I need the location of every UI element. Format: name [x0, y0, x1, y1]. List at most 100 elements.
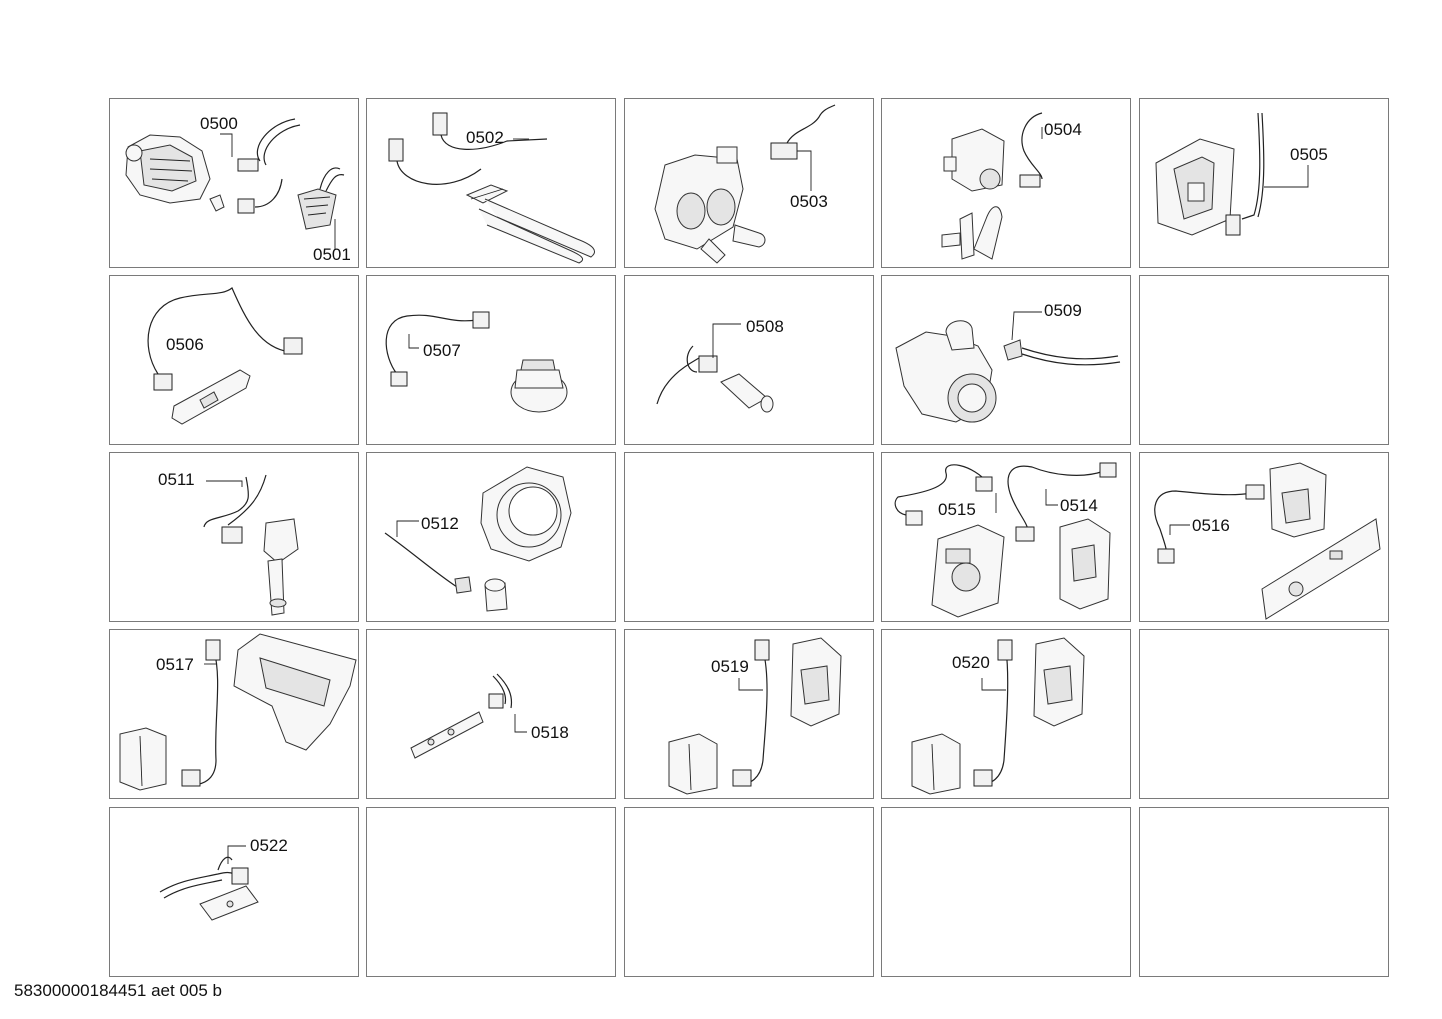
document-id: 58300000184451 aet 005 b: [14, 981, 222, 1000]
switch-block-part-0520: [911, 733, 961, 795]
callout-label-0520: 0520: [952, 653, 990, 672]
callout-label-0517: 0517: [156, 655, 194, 674]
leader-0505: [1264, 165, 1309, 188]
wiring-0512: [384, 532, 472, 594]
sensor-bracket-drawing: 0506: [147, 287, 303, 425]
small-board-drawing: 0522: [159, 836, 288, 921]
lock-housing-part-0520: [1033, 637, 1085, 727]
wiring-0518: [488, 673, 513, 709]
level-sensor-drawing: 0511: [158, 470, 299, 616]
wiring-0511: [203, 474, 267, 544]
wiring-0517: [181, 639, 221, 787]
leader-0518: [514, 714, 527, 733]
wiring-harness-0500: [237, 118, 301, 208]
wiring-0514: [1007, 462, 1117, 542]
part-cell-1: 0500 0501: [109, 98, 359, 268]
display-board-part: [1261, 518, 1381, 620]
callout-label-0512: 0512: [421, 514, 459, 533]
part-cell-19: 0520: [881, 629, 1131, 799]
wiring-0516: [1154, 484, 1265, 564]
lock-wiring-drawing-0519: 0519: [668, 637, 842, 795]
leader-0519: [738, 678, 763, 691]
part-cell-21: 0522: [109, 807, 359, 977]
part-cell-3: 0503: [624, 98, 874, 268]
callout-label-0503: 0503: [790, 192, 828, 211]
tub-ring-part: [480, 466, 572, 562]
motor-and-wiring-drawing: 0500 0501: [125, 114, 351, 264]
part-cell-25: [1139, 807, 1389, 977]
leader-0522: [227, 845, 246, 864]
wiring-0522: [159, 856, 249, 899]
display-board-drawing: 0516: [1154, 462, 1381, 620]
leader-0516: [1169, 524, 1190, 535]
drain-pump-part: [895, 320, 997, 423]
part-cell-12: 0512: [366, 452, 616, 622]
part-cell-5: 0505: [1139, 98, 1389, 268]
single-valve-part: [943, 128, 1005, 192]
callout-label-0515: 0515: [938, 500, 976, 519]
sensor-bracket-part: [171, 369, 251, 425]
wiring-0509: [1003, 339, 1121, 366]
wiring-0519: [732, 639, 770, 787]
control-board-part: [931, 524, 1005, 618]
callout-label-0506: 0506: [166, 335, 204, 354]
leader-0520: [981, 678, 1006, 691]
tacho-drawing: 0512: [384, 466, 572, 612]
leader-0507: [408, 334, 419, 349]
callout-label-0518: 0518: [531, 723, 569, 742]
pressure-sensor-part: [510, 359, 568, 413]
wiring-0506: [147, 287, 303, 391]
part-cell-24: [881, 807, 1131, 977]
part-cell-13: [624, 452, 874, 622]
callout-label-0514: 0514: [1060, 496, 1098, 515]
leader-0514: [1045, 489, 1058, 506]
pressure-sensor-drawing: 0507: [385, 311, 568, 413]
callout-label-0522: 0522: [250, 836, 288, 855]
motor-part: [125, 134, 211, 204]
callout-label-0504: 0504: [1044, 120, 1082, 139]
callout-label-0502: 0502: [466, 128, 504, 147]
wiring-0505: [1225, 112, 1265, 236]
small-board-part: [199, 885, 259, 921]
valve-bracket-drawing: 0504: [941, 112, 1082, 260]
ntc-sensor-drawing: 0508: [656, 317, 784, 413]
drain-pump-drawing: 0509: [895, 301, 1121, 423]
lock-housing-part: [790, 637, 842, 727]
control-module-drawing: 0505: [1155, 112, 1328, 236]
heater-element-part: [465, 184, 595, 264]
module-housing-part: [1059, 518, 1111, 610]
lock-wiring-drawing-0520: 0520: [911, 637, 1085, 795]
part-cell-15: 0516: [1139, 452, 1389, 622]
part-cell-20: [1139, 629, 1389, 799]
motor-bracket-part: [209, 194, 255, 214]
wiring-0507: [385, 311, 490, 387]
switch-block-part-0519: [668, 733, 718, 795]
callout-label-0509: 0509: [1044, 301, 1082, 320]
valve-drawing: 0503: [654, 104, 836, 264]
part-cell-22: [366, 807, 616, 977]
wiring-0508: [656, 345, 718, 405]
switch-block-part: [119, 727, 167, 791]
part-cell-6: 0506: [109, 275, 359, 445]
part-cell-16: 0517: [109, 629, 359, 799]
part-cell-9: 0509: [881, 275, 1131, 445]
leader-0509: [1011, 311, 1042, 341]
callout-label-0505: 0505: [1290, 145, 1328, 164]
button-board-part: [410, 711, 484, 759]
callout-label-0507: 0507: [423, 341, 461, 360]
callout-label-0519: 0519: [711, 657, 749, 676]
part-cell-23: [624, 807, 874, 977]
leader-0508: [712, 323, 741, 358]
callout-label-0501: 0501: [313, 245, 351, 264]
part-cell-2: 0502: [366, 98, 616, 268]
wiring-0515: [894, 464, 993, 526]
valve-bracket-part: [941, 206, 1003, 260]
leader-0512: [396, 520, 419, 537]
part-cell-11: 0511: [109, 452, 359, 622]
dispenser-part: [233, 633, 357, 751]
level-sensor-part: [263, 518, 299, 616]
callout-label-0516: 0516: [1192, 516, 1230, 535]
wiring-0504: [1019, 112, 1043, 188]
leader-0511: [206, 480, 243, 487]
